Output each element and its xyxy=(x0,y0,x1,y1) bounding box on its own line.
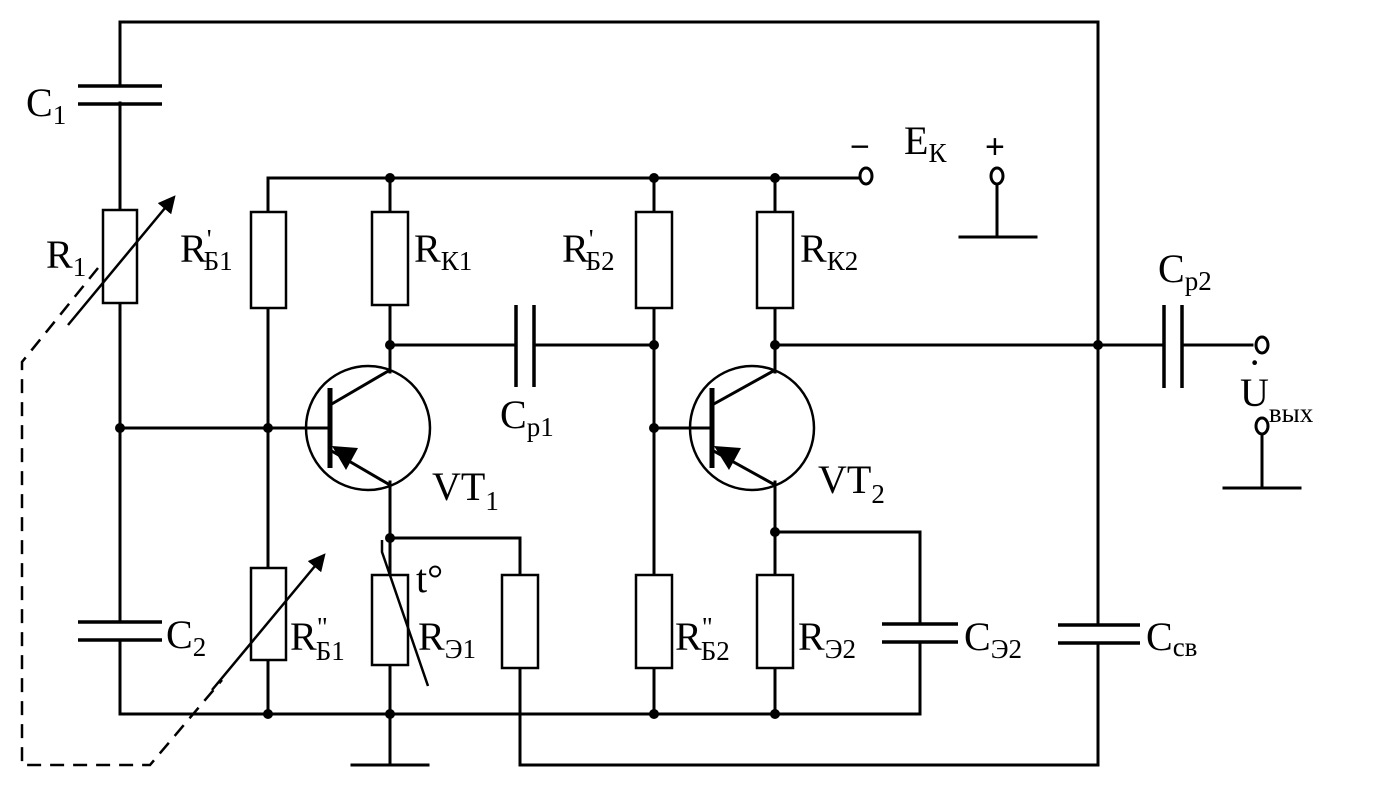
label-c2: C2 xyxy=(166,612,206,662)
label-csv: Cсв xyxy=(1146,614,1197,662)
label-vt1: VT1 xyxy=(432,464,499,516)
label-cp1: Cp1 xyxy=(500,392,554,442)
label-cp2: Cp2 xyxy=(1158,246,1212,296)
label-rb1-prime: R'Б1 xyxy=(180,224,233,276)
label-ek: EК xyxy=(904,118,947,168)
resistor-rb2-prime xyxy=(634,210,674,310)
thermistor-re1 xyxy=(370,573,410,667)
label-re1: RЭ1 xyxy=(418,614,476,664)
resistor-rb1-prime xyxy=(249,210,288,310)
label-ce2: CЭ2 xyxy=(964,614,1022,664)
label-c1: C1 xyxy=(26,80,66,130)
resistor-re2 xyxy=(755,573,795,670)
capacitor-ce2 xyxy=(882,622,958,644)
thermistor-mark xyxy=(380,540,430,687)
label-rk1: RК1 xyxy=(414,226,472,276)
supply-plus-terminal xyxy=(989,166,1005,186)
transistor-vt2 xyxy=(688,364,816,492)
resistor-rk2 xyxy=(755,210,795,310)
supply-minus-terminal xyxy=(858,166,874,186)
label-uout: Uвых xyxy=(1240,370,1314,428)
label-uout-dot: · xyxy=(1248,340,1261,385)
capacitor-cp2 xyxy=(1162,305,1184,388)
component-labels: C1 R1 R'Б1 RК1 Cp1 R'Б2 RК2 − EК + Cp2 U… xyxy=(26,80,1314,666)
resistor-rb1-double-prime xyxy=(249,566,288,662)
transistor-vt1 xyxy=(304,364,432,492)
label-rb1-double-prime: R"Б1 xyxy=(290,612,345,666)
resistor-rb2-double-prime xyxy=(634,573,674,670)
rb1-variable-arrow xyxy=(211,553,326,691)
label-vt2: VT2 xyxy=(818,457,885,509)
capacitor-cp1 xyxy=(514,305,536,387)
label-rb2-double-prime: R"Б2 xyxy=(675,612,730,666)
label-rk2: RК2 xyxy=(800,226,858,276)
terminals xyxy=(858,166,1270,436)
r1-variable-arrow xyxy=(67,195,176,326)
resistor-rk1 xyxy=(370,210,410,307)
capacitor-c1 xyxy=(78,84,162,106)
supply-plus-sign: + xyxy=(985,128,1005,166)
wiring xyxy=(118,20,1302,767)
capacitor-csv xyxy=(1058,623,1140,645)
junction-dots xyxy=(115,173,1103,719)
output-terminal-top xyxy=(1254,335,1270,355)
output-terminal-bottom xyxy=(1254,416,1270,436)
resistor-rsv xyxy=(500,573,540,670)
supply-minus-sign: − xyxy=(850,128,870,166)
label-r1: R1 xyxy=(46,232,86,282)
resistor-r1 xyxy=(101,208,139,305)
label-re2: RЭ2 xyxy=(798,614,856,664)
label-rb2-prime: R'Б2 xyxy=(562,224,615,276)
ganged-control-dashed-link xyxy=(20,267,223,767)
label-temperature: t° xyxy=(416,556,443,601)
capacitor-c2 xyxy=(78,620,162,642)
